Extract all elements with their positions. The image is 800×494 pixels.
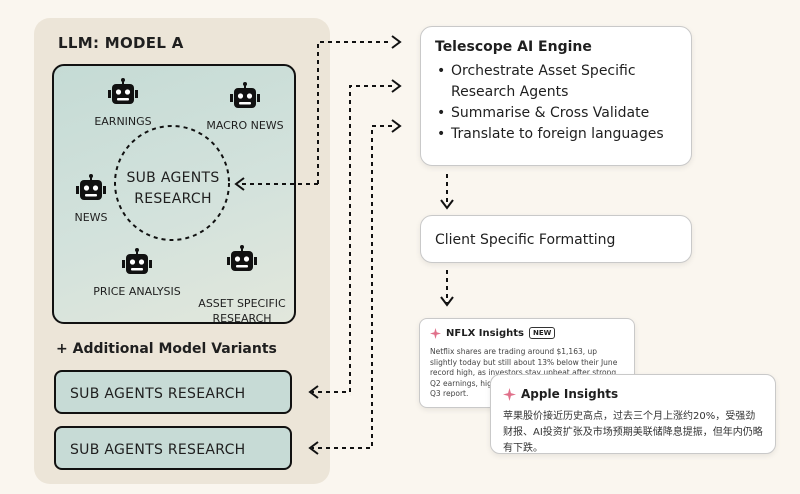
sparkle-icon: [430, 327, 441, 339]
arrow-format: [440, 199, 454, 210]
robot-icon: [76, 174, 106, 200]
sparkle-icon: [503, 387, 516, 401]
robot-icon: [122, 248, 152, 274]
arrow-cards: [440, 296, 454, 307]
agent-earnings: EARNINGS: [63, 78, 183, 129]
agent-news: NEWS: [31, 174, 151, 225]
agent-asset-specific: ASSET SPECIFIC RESEARCH: [182, 230, 302, 326]
connector-model-to-engine-1: [317, 41, 392, 184]
engine-bullet: Orchestrate Asset Specific Research Agen…: [437, 61, 677, 103]
connector-engine-to-variant-1: [312, 85, 392, 393]
nflx-title: NFLX Insights: [446, 327, 524, 339]
variant-box-1: SUB AGENTS RESEARCH: [54, 370, 292, 414]
agent-earnings-label: EARNINGS: [94, 115, 152, 128]
robot-icon: [230, 82, 260, 108]
arrow-engine-2: [391, 79, 402, 93]
engine-bullets: Orchestrate Asset Specific Research Agen…: [435, 61, 677, 145]
apple-insights-card: Apple Insights 苹果股价接近历史高点，过去三个月上涨约20%，受强…: [490, 374, 776, 454]
connector-engine-to-variant-2: [312, 125, 392, 449]
apple-body: 苹果股价接近历史高点，过去三个月上涨约20%，受强劲财报、AI投资扩张及市场预期…: [503, 411, 763, 454]
arrow-engine-3: [391, 119, 402, 133]
arrow-variant-1: [308, 385, 319, 399]
engine-bullet: Summarise & Cross Validate: [437, 103, 677, 124]
client-formatting-card: Client Specific Formatting: [420, 215, 692, 263]
agent-price-analysis: PRICE ANALYSIS: [77, 248, 197, 299]
apple-title: Apple Insights: [521, 387, 619, 401]
engine-bullet: Translate to foreign languages: [437, 124, 677, 145]
sub-agents-research-label: SUB AGENTS RESEARCH: [126, 170, 220, 207]
variant-box-2: SUB AGENTS RESEARCH: [54, 426, 292, 470]
engine-title: Telescope AI Engine: [435, 39, 592, 55]
robot-icon: [227, 245, 257, 271]
robot-icon: [108, 78, 138, 104]
agent-asset-specific-label: ASSET SPECIFIC RESEARCH: [198, 297, 286, 325]
sub-agents-circle: [114, 125, 230, 241]
arrow-engine-1: [391, 35, 402, 49]
agent-price-analysis-label: PRICE ANALYSIS: [93, 285, 181, 298]
arrow-circle: [234, 177, 245, 191]
agent-news-label: NEWS: [74, 211, 108, 224]
agent-macro-news-label: MACRO NEWS: [206, 119, 284, 132]
telescope-engine-card: Telescope AI Engine Orchestrate Asset Sp…: [420, 26, 692, 166]
additional-variants-title: + Additional Model Variants: [56, 341, 277, 357]
agent-macro-news: MACRO NEWS: [185, 82, 305, 133]
new-badge: NEW: [529, 327, 556, 339]
model-title: LLM: MODEL A: [58, 34, 184, 52]
arrow-variant-2: [308, 441, 319, 455]
